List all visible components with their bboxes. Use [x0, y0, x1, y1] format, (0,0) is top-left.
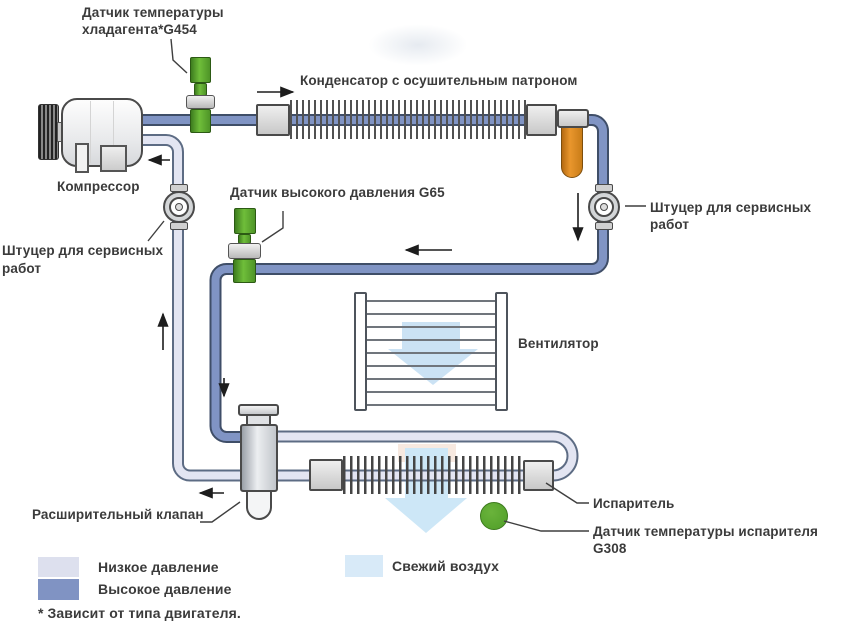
sensor-g308-dot: [480, 502, 508, 530]
leader-g454: [170, 38, 188, 74]
sensor-g65-top: [234, 208, 256, 234]
fan-right-bar: [495, 292, 508, 411]
leader-expansion-valve: [200, 501, 241, 523]
compressor-seam: [90, 101, 91, 163]
service-port-right-flange-bottom: [595, 222, 613, 230]
sensor-g454-nut: [186, 95, 215, 109]
condenser-airflow-hint: [368, 24, 468, 66]
compressor-seam: [113, 101, 114, 163]
legend-low-pressure-label: Низкое давление: [98, 559, 219, 575]
expansion-valve-nub: [246, 490, 272, 520]
label-compressor: Компрессор: [57, 179, 140, 194]
sensor-g65-nut: [228, 243, 261, 259]
fan-left-bar: [354, 292, 367, 411]
compressor-lug-small: [75, 143, 89, 173]
condenser-ribs: [290, 100, 527, 139]
label-sensor-g454: Датчик температуры хладагента*G454: [82, 5, 224, 37]
sensor-g65-stem: [233, 259, 256, 283]
label-service-port-right: Штуцер для сервисных работ: [650, 200, 812, 232]
leader-g308: [503, 520, 589, 532]
legend-high-pressure-label: Высокое давление: [98, 581, 232, 597]
legend-fresh-air-label: Свежий воздух: [392, 558, 500, 574]
service-port-right: [588, 191, 620, 223]
evaporator-right-block: [523, 460, 554, 491]
leader-g65: [261, 211, 284, 243]
legend-low-pressure-swatch: [38, 557, 79, 577]
legend-footnote: * Зависит от типа двигателя.: [38, 605, 241, 621]
label-expansion-valve: Расширительный клапан: [32, 507, 204, 522]
sensor-g454-stem: [190, 109, 211, 133]
fan-core: [367, 300, 495, 406]
condenser-left-block: [256, 104, 290, 136]
service-port-left: [163, 191, 195, 223]
label-sensor-g65: Датчик высокого давления G65: [230, 185, 445, 200]
condenser-right-block: [526, 104, 557, 136]
drier-fitting: [557, 109, 589, 128]
label-service-port-left: Штуцер для сервисных работ: [2, 243, 164, 276]
expansion-valve-body: [240, 424, 278, 492]
drier-cartridge: [561, 127, 583, 178]
service-port-left-flange-bottom: [170, 222, 188, 230]
label-condenser: Конденсатор с осушительным патроном: [300, 73, 578, 88]
label-evaporator: Испаритель: [593, 496, 675, 511]
sensor-g454-top: [190, 57, 211, 83]
evaporator-ribs: [343, 456, 524, 494]
label-fan: Вентилятор: [518, 336, 599, 351]
evaporator-left-block: [309, 459, 343, 491]
legend-fresh-air-swatch: [345, 555, 383, 577]
leader-service-left: [147, 220, 165, 242]
legend-high-pressure-swatch: [38, 579, 79, 600]
compressor-pulley: [38, 104, 59, 160]
label-sensor-g308: Датчик температуры испарителя G308: [593, 524, 819, 556]
compressor-lug-large: [100, 145, 127, 172]
